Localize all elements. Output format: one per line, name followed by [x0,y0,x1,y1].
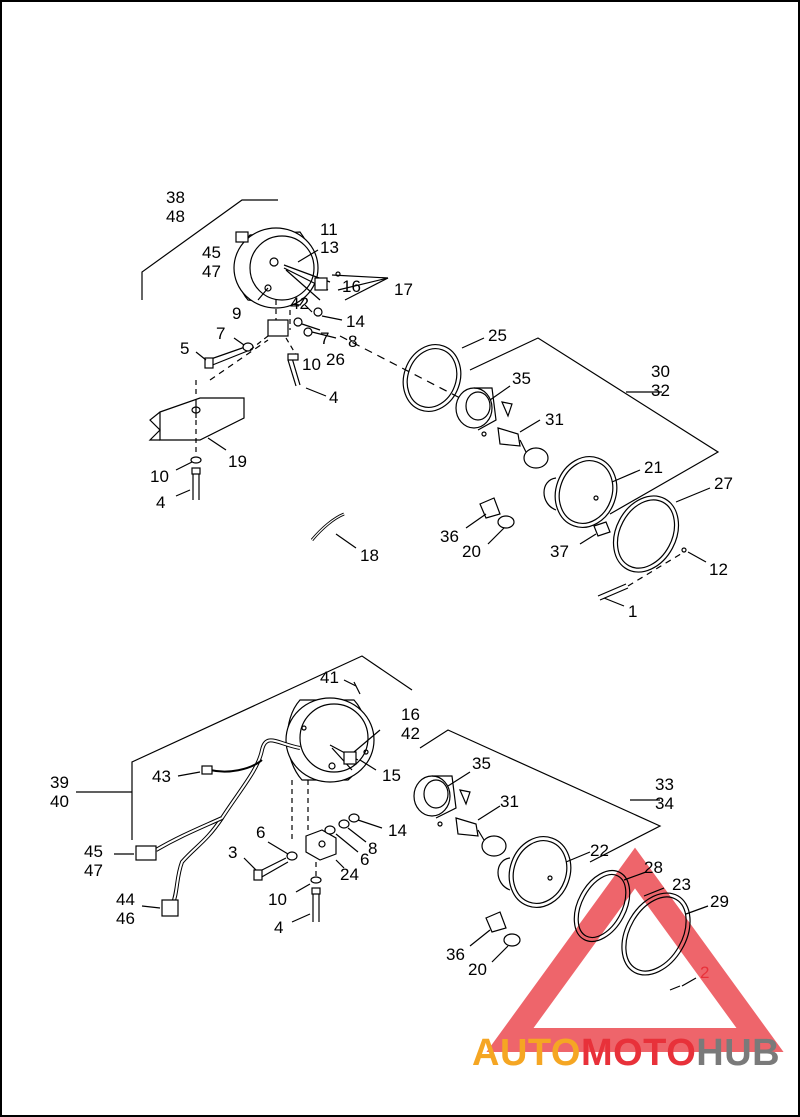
headlamp-housing-lower [285,681,375,783]
callout-42: 42 [290,294,309,313]
connector-45-47 [135,845,157,861]
callout-36: 36 [446,945,465,964]
callout-34: 34 [655,794,674,813]
leader-38-48 [141,199,278,300]
halogen-bulb-upper [481,427,549,469]
retaining-ring-28 [573,870,631,942]
retaining-ring-25 [402,344,462,412]
callout-20: 20 [468,960,487,979]
watermark-moto: MOTO [580,1032,697,1074]
watermark-logo: AUTOMOTOHUB [472,1034,780,1072]
watermark-auto: AUTO [472,1032,581,1074]
callout-24: 24 [340,865,359,884]
fork-bracket [159,397,245,441]
callout-12: 12 [709,560,728,579]
callout-18: 18 [360,546,379,565]
leader-30-32 [469,337,720,515]
bulb-socket-lower [413,775,471,819]
callout-27: 27 [714,474,733,493]
callout-40: 40 [50,792,69,811]
callout-26: 26 [326,350,345,369]
callout-20: 20 [462,542,481,561]
callout-7-left: 7 [216,324,226,343]
callout-10: 10 [302,355,321,374]
mount-block-upper [267,319,289,337]
callout-48: 48 [166,207,185,226]
callout-22: 22 [590,841,609,860]
mount-block-lower [305,829,337,861]
callout-2: 2 [700,963,710,982]
callout-41: 41 [320,668,339,687]
halogen-bulb-lower [437,817,507,857]
callout-39: 39 [50,773,69,792]
socket-36-lower [485,911,521,947]
callout-8: 8 [348,332,358,351]
callout-29: 29 [710,892,729,911]
callout-17: 17 [394,280,413,299]
callout-42: 42 [401,724,420,743]
callout-11: 11 [320,220,338,239]
callout-43: 43 [152,767,171,786]
callout-15: 15 [382,766,401,785]
callout-4: 4 [274,918,284,937]
callout-5: 5 [180,339,190,358]
callout-38: 38 [166,188,185,207]
callout-45: 45 [84,842,103,861]
callout-37: 37 [550,542,569,561]
leader-39-40 [131,655,413,840]
callout-31: 31 [545,410,564,429]
callout-6: 6 [256,823,266,842]
callout-9: 9 [232,304,242,323]
callout-31: 31 [500,792,519,811]
callout-14: 14 [346,312,365,331]
callout-45: 45 [202,243,221,262]
trim-ring-27 [612,495,680,573]
callout-33: 33 [655,775,674,794]
watermark-hub: HUB [696,1032,781,1074]
callout-25: 25 [488,326,507,345]
callout-35: 35 [512,369,531,388]
callout-36: 36 [440,527,459,546]
callout-13: 13 [320,238,339,257]
connector-44-46 [161,899,179,917]
callout-35: 35 [472,754,491,773]
callout-10: 10 [268,890,287,909]
callout-47: 47 [202,262,221,281]
callout-6: 6 [360,850,370,869]
callout-46: 46 [116,909,135,928]
callout-47: 47 [84,861,103,880]
callout-4: 4 [156,493,166,512]
callout-44: 44 [116,890,135,909]
callout-21: 21 [644,458,663,477]
callout-16: 16 [401,705,420,724]
callout-32: 32 [651,381,670,400]
callout-10: 10 [150,467,169,486]
wiring-harness [170,738,301,907]
headlamp-housing-upper [233,227,341,309]
callout-3: 3 [228,843,238,862]
watermark-triangle [486,847,784,1052]
callout-28: 28 [644,858,663,877]
callout-23: 23 [672,875,691,894]
callout-16: 16 [342,277,361,296]
trim-ring-29 [621,892,691,976]
callout-19: 19 [228,452,247,471]
leader-33-34 [419,729,662,863]
callout-4: 4 [329,388,339,407]
bulb-socket-upper [455,387,513,431]
callout-1: 1 [628,602,638,621]
callout-7-right: 7 [320,329,330,348]
sealed-beam-unit-22 [497,836,572,908]
sealed-beam-unit-21 [543,456,618,528]
callout-14: 14 [388,821,407,840]
callout-30: 30 [651,362,670,381]
socket-36-upper [479,497,515,529]
callout-8: 8 [368,839,378,858]
